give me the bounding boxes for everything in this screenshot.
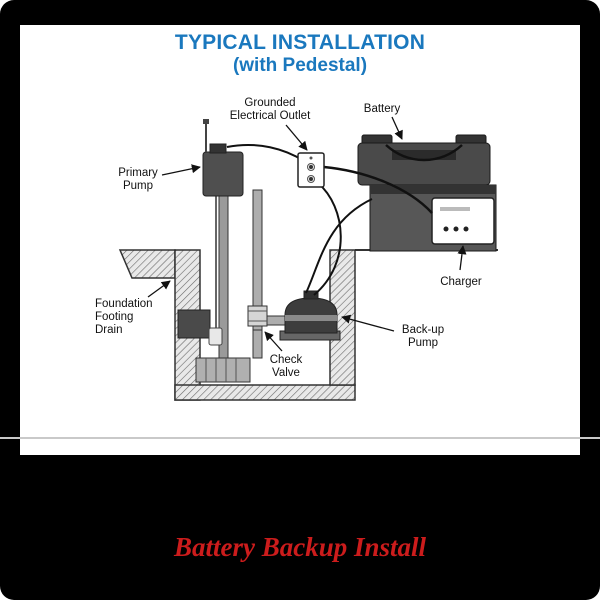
battery-handle	[392, 150, 456, 160]
charger-led-3	[463, 226, 469, 232]
outlet-screw	[309, 156, 313, 160]
label-check-valve-line1: Check	[270, 354, 303, 366]
battery-body-band	[370, 185, 496, 194]
switch-knob	[203, 119, 209, 124]
motor-body	[202, 151, 244, 197]
outlet-to-charger-cord	[323, 165, 433, 214]
label-backup-pump-line1: Back-up	[402, 324, 444, 336]
primary-pump-graphic	[195, 119, 251, 383]
pump-base	[195, 357, 251, 383]
motor-cap	[209, 143, 227, 154]
arrow-check-valve	[264, 331, 283, 352]
discharge-piping-graphic	[247, 189, 293, 359]
label-primary-pump-line1: Primary	[118, 167, 158, 179]
installation-diagram: Grounded Electrical Outlet Battery Prima…	[95, 97, 498, 401]
arrow-primary-pump	[161, 164, 201, 176]
divider-line	[0, 437, 600, 439]
title-line2: (with Pedestal)	[232, 55, 368, 77]
label-primary-pump-line2: Pump	[123, 180, 153, 192]
backup-band	[285, 315, 337, 321]
label-battery: Battery	[364, 103, 401, 115]
label-foundation-line1: Foundation	[95, 298, 153, 310]
callout-arrows	[147, 116, 467, 352]
outlet-plug-bottom	[309, 177, 313, 181]
label-backup-pump-line2: Pump	[408, 337, 438, 349]
charger-box	[431, 197, 495, 245]
arrow-charger	[457, 245, 467, 271]
caption-text: Battery Backup Install	[173, 532, 427, 562]
charger-led-1	[443, 226, 449, 232]
pipe-lower	[252, 329, 263, 359]
label-foundation-line2: Footing	[95, 311, 133, 323]
wiring-graphic	[226, 144, 463, 296]
charger-led-2	[453, 226, 459, 232]
diagram-panel: TYPICAL INSTALLATION (with Pedestal)	[20, 25, 580, 455]
title-line1: TYPICAL INSTALLATION	[174, 31, 426, 54]
arrow-backup-pump	[341, 314, 395, 332]
charger-graphic	[431, 197, 495, 245]
footing-drain-inlet	[177, 309, 211, 339]
arrow-foundation-drain	[147, 280, 171, 298]
charger-display	[440, 207, 470, 211]
label-charger: Charger	[440, 276, 482, 288]
title-block: TYPICAL INSTALLATION (with Pedestal)	[20, 31, 580, 77]
label-grounded-outlet-line1: Grounded	[244, 97, 295, 109]
outlet-plug-top	[309, 165, 313, 169]
label-grounded-outlet-line2: Electrical Outlet	[230, 110, 311, 122]
battery-cord-down	[305, 198, 373, 294]
outlet-graphic	[297, 152, 325, 188]
arrow-outlet	[285, 124, 308, 151]
backup-pump-graphic	[279, 290, 341, 341]
check-valve-body	[247, 305, 268, 327]
battery-jumper-cable	[385, 144, 463, 162]
backup-cap	[303, 290, 319, 300]
label-foundation-line3: Drain	[95, 324, 122, 336]
diagram-labels: Grounded Electrical Outlet Battery Prima…	[95, 97, 482, 379]
arrow-battery	[391, 116, 403, 140]
float	[208, 327, 223, 346]
label-check-valve-line2: Valve	[272, 367, 300, 379]
foundation-footing-ledge	[118, 249, 176, 279]
cord-to-backup-pump	[313, 182, 342, 296]
pit-bottom-slab	[174, 384, 356, 401]
